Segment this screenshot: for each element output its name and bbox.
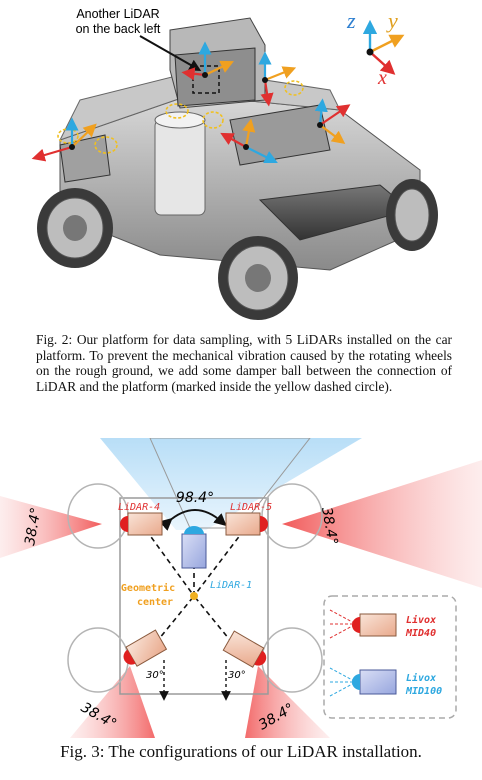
lidar-1-box (181, 533, 207, 569)
lidar-5-head (260, 516, 268, 532)
axis-z-label: z (346, 8, 356, 33)
figure-2-caption: Fig. 2: Our platform for data sampling, … (36, 332, 452, 394)
legend-item-mid100 (329, 667, 397, 697)
lidar-frame-front (220, 118, 278, 163)
fov-bottom-left (70, 666, 155, 738)
angle-right-label: 30° (228, 670, 246, 681)
lidar-frame-back-right (258, 51, 297, 107)
lidar-bottom-right (222, 630, 267, 668)
lidar-config-diagram: 98.4° LiDAR-4 LiDAR-5 LiDAR-1 Geometric … (0, 438, 482, 738)
fov-right-label: 38.4° (318, 506, 340, 546)
legend-mid40-line2: MID40 (405, 628, 436, 639)
lidar-1-head (184, 526, 204, 534)
world-axes-icon (362, 19, 405, 75)
angle-left-label: 30° (146, 670, 164, 681)
fov-left (0, 496, 102, 558)
fov-bottom-right (245, 666, 330, 738)
legend-box (323, 595, 457, 719)
center-label-2: center (137, 597, 173, 608)
lidar-4-box (127, 512, 163, 536)
callout-arrow (139, 35, 202, 71)
legend-mid100-line1: Livox (406, 672, 436, 684)
lidar-4-label: LiDAR-4 (118, 502, 160, 513)
top-angle-arc (159, 509, 227, 531)
fov-top-label: 98.4° (176, 490, 214, 506)
lidar-5-box (225, 512, 261, 536)
lidar-4-head (120, 516, 128, 532)
wheel-back-right (386, 179, 438, 251)
wheel-front-right (218, 236, 298, 320)
legend-mid40-line1: Livox (406, 614, 436, 626)
lidar-frame-top (181, 41, 234, 81)
robot-platform-figure: Another LiDAR on the back left (31, 7, 438, 320)
callout-line-2: on the back left (76, 22, 161, 36)
lidar-1-label: LiDAR-1 (210, 580, 252, 591)
axis-x-label: x (377, 67, 387, 89)
wheel-front-left (37, 188, 113, 268)
geometric-center-dot (190, 592, 198, 600)
legend-mid100-line2: MID100 (405, 686, 442, 697)
fov-top (100, 438, 362, 530)
center-label-1: Geometric (121, 582, 175, 594)
axis-y-label: y (386, 8, 398, 33)
legend-item-mid40 (329, 609, 397, 639)
lidar-frame-left (31, 117, 97, 162)
chassis-outline (119, 497, 269, 695)
fov-right (282, 460, 482, 588)
lidar-frame-right (314, 98, 351, 144)
figure-3-caption: Fig. 3: The configurations of our LiDAR … (60, 742, 422, 761)
lidar-5-label: LiDAR-5 (230, 502, 272, 513)
fov-left-label: 38.4° (22, 506, 44, 546)
callout-line-1: Another LiDAR (76, 7, 159, 21)
lidar-bottom-left (123, 629, 168, 667)
